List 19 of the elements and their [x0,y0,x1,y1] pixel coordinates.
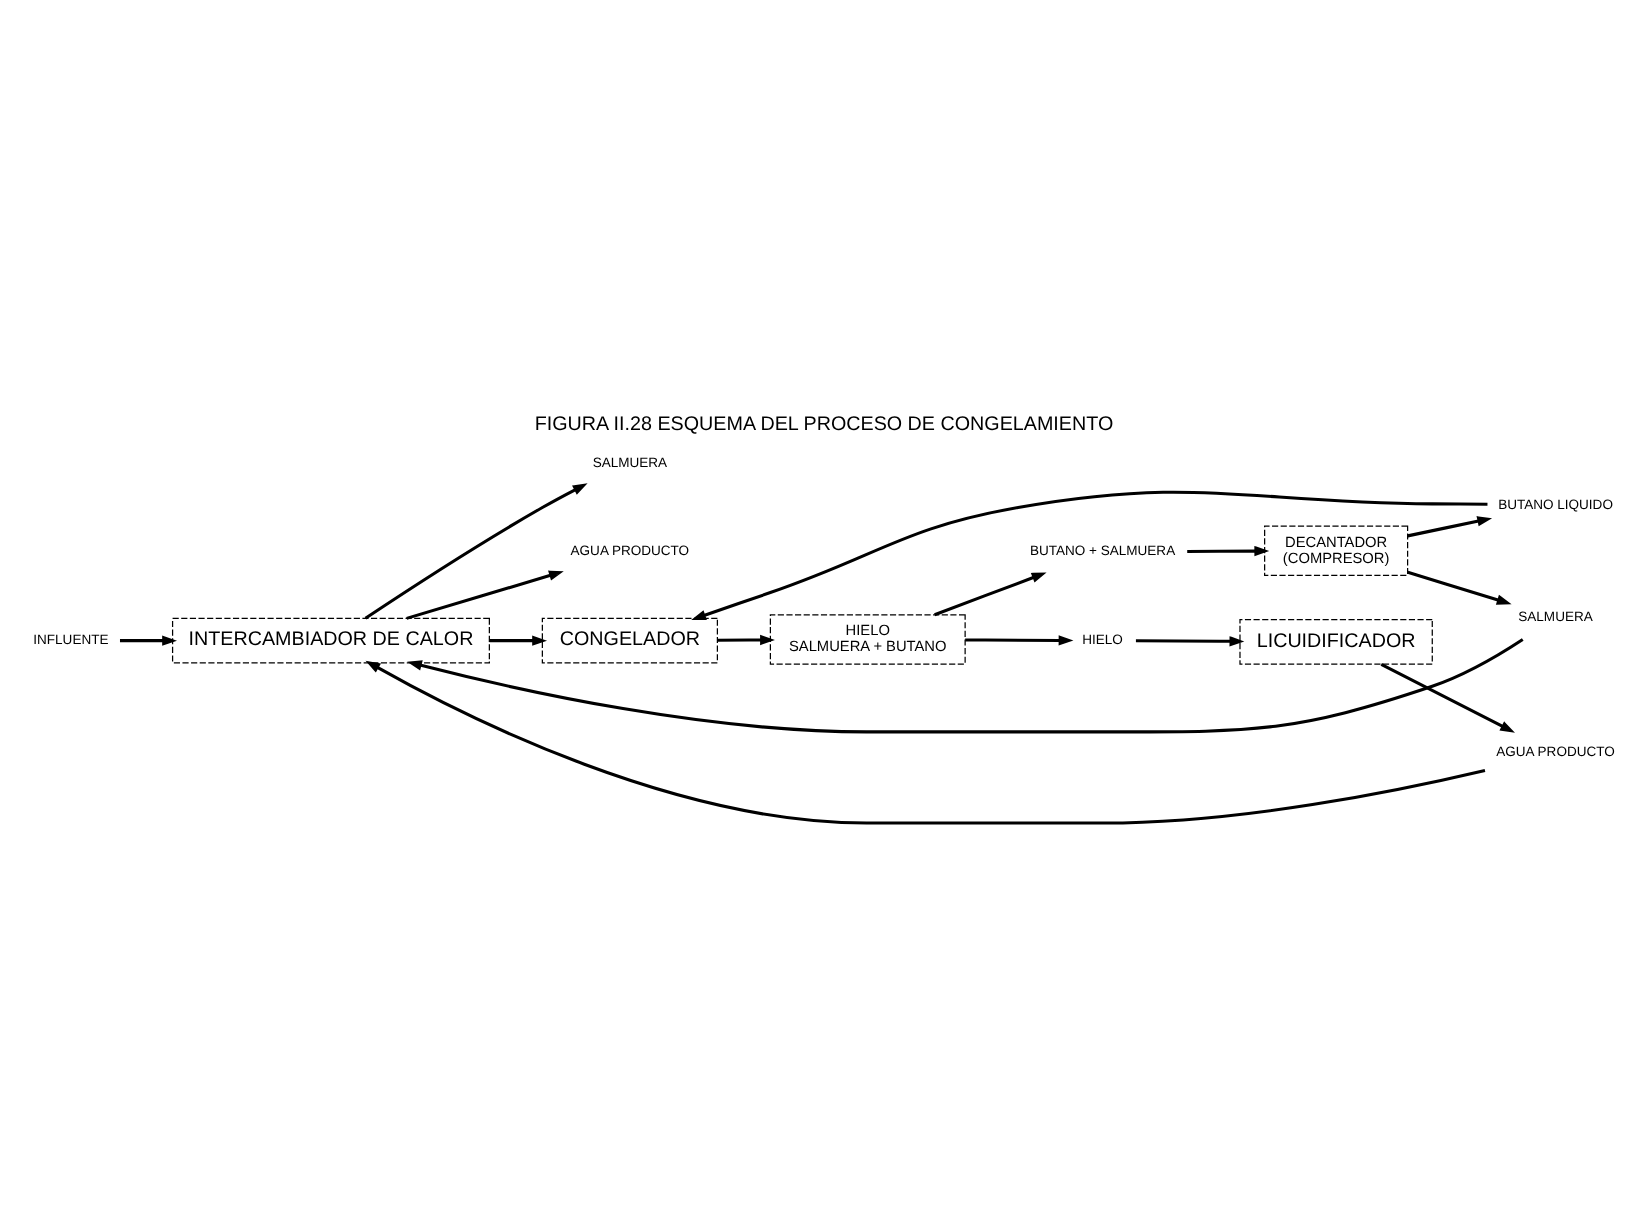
arrow [407,637,1524,733]
arrow [489,634,547,645]
arrow [1135,635,1245,646]
node-box: INTERCAMBIADOR DE CALOR [171,616,490,663]
arrow [691,489,1488,619]
arrow [120,634,177,645]
arrow [934,571,1047,616]
arrow [1380,661,1515,732]
arrow [365,659,1486,824]
arrow [364,482,588,619]
node-box: CONGELADOR [541,616,718,663]
arrow [717,633,775,645]
arrow [965,634,1074,645]
arrow [1187,544,1270,556]
arrow [406,569,564,619]
arrow [1407,569,1512,604]
arrow [1407,515,1493,537]
diagram-title: FIGURA II.28 ESQUEMA DEL PROCESO DE CONGELAMIENTO [534,412,1114,435]
node-box: LICUIDIFICADOR [1239,618,1433,664]
